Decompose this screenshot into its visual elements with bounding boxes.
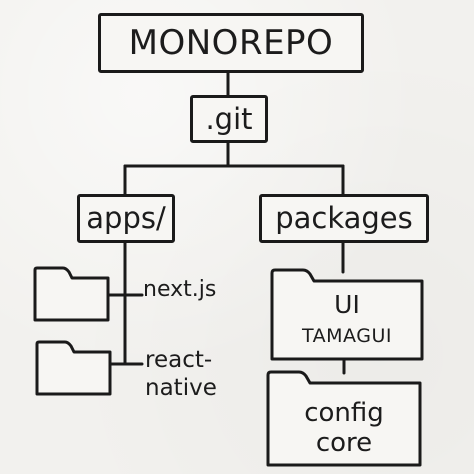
core-package-subtitle: core xyxy=(315,427,373,458)
next-js-folder-icon xyxy=(33,266,110,322)
monorepo-root-box: MONOREPO xyxy=(98,13,364,73)
packages-label: packages xyxy=(275,201,413,235)
ui-package-folder-icon xyxy=(270,268,424,361)
ui-package-title: UI xyxy=(334,290,360,319)
core-package-title: config xyxy=(304,398,384,428)
ui-package-subtitle: TAMAGUI xyxy=(302,325,392,347)
core-package-label: config core xyxy=(268,398,420,459)
next-js-label: next.js xyxy=(143,277,217,302)
core-package-folder-icon xyxy=(266,370,422,467)
react-native-label: react- native xyxy=(145,347,217,401)
monorepo-root-label: MONOREPO xyxy=(128,23,334,63)
git-label: .git xyxy=(205,101,253,136)
apps-label: apps/ xyxy=(86,201,166,235)
apps-box: apps/ xyxy=(77,194,175,243)
react-native-folder-icon xyxy=(35,340,112,396)
git-box: .git xyxy=(190,95,268,143)
packages-box: packages xyxy=(259,194,429,243)
